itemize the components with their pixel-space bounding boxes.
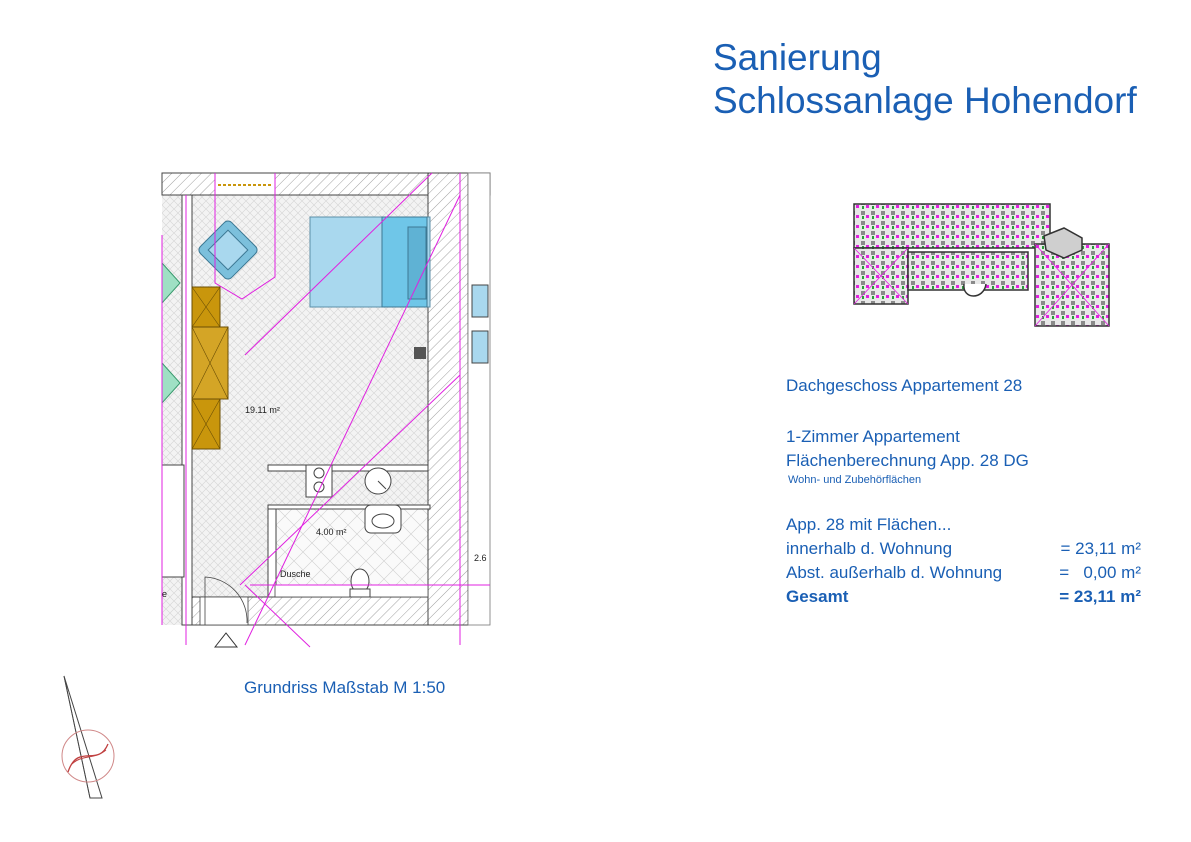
floor-plan: 19.11 m² 4.00 m² Dusche 2.6 e	[161, 172, 491, 648]
area-total-value: = 23,11 m²	[1059, 587, 1141, 606]
title-line-1: Sanierung	[713, 37, 882, 78]
shower-label: Dusche	[280, 569, 311, 579]
area-row: Abst. außerhalb d. Wohnung = 0,00 m²	[786, 563, 1166, 585]
apartment-type: 1-Zimmer Appartement	[786, 427, 960, 446]
area-row-label: Abst. außerhalb d. Wohnung	[786, 563, 1003, 582]
title-line-2: Schlossanlage Hohendorf	[713, 80, 1137, 121]
area-total-label: Gesamt	[786, 587, 849, 606]
room-main-area: 19.11 m²	[245, 405, 280, 415]
page-title: Sanierung Schlossanlage Hohendorf	[713, 36, 1137, 122]
areas-heading: App. 28 mit Flächen...	[786, 515, 952, 534]
calc-subtitle: Wohn- und Zubehörflächen	[788, 474, 922, 486]
edge-label-right: 2.6	[474, 553, 487, 563]
north-arrow-icon	[61, 675, 115, 799]
edge-label-left: e	[162, 589, 167, 599]
calc-title: Flächenberechnung App. 28 DG	[786, 451, 1029, 470]
area-row-value: = 0,00 m²	[1059, 563, 1141, 582]
area-row-value: = 23,11 m²	[1060, 539, 1141, 558]
room-bath-area: 4.00 m²	[316, 527, 347, 537]
building-key-plan	[853, 203, 1110, 327]
area-total-row: Gesamt = 23,11 m²	[786, 587, 1166, 609]
area-row: innerhalb d. Wohnung = 23,11 m²	[786, 539, 1166, 561]
area-row-label: innerhalb d. Wohnung	[786, 539, 953, 558]
floor-label: Dachgeschoss Appartement 28	[786, 376, 1023, 395]
plan-caption: Grundriss Maßstab M 1:50	[244, 678, 446, 697]
